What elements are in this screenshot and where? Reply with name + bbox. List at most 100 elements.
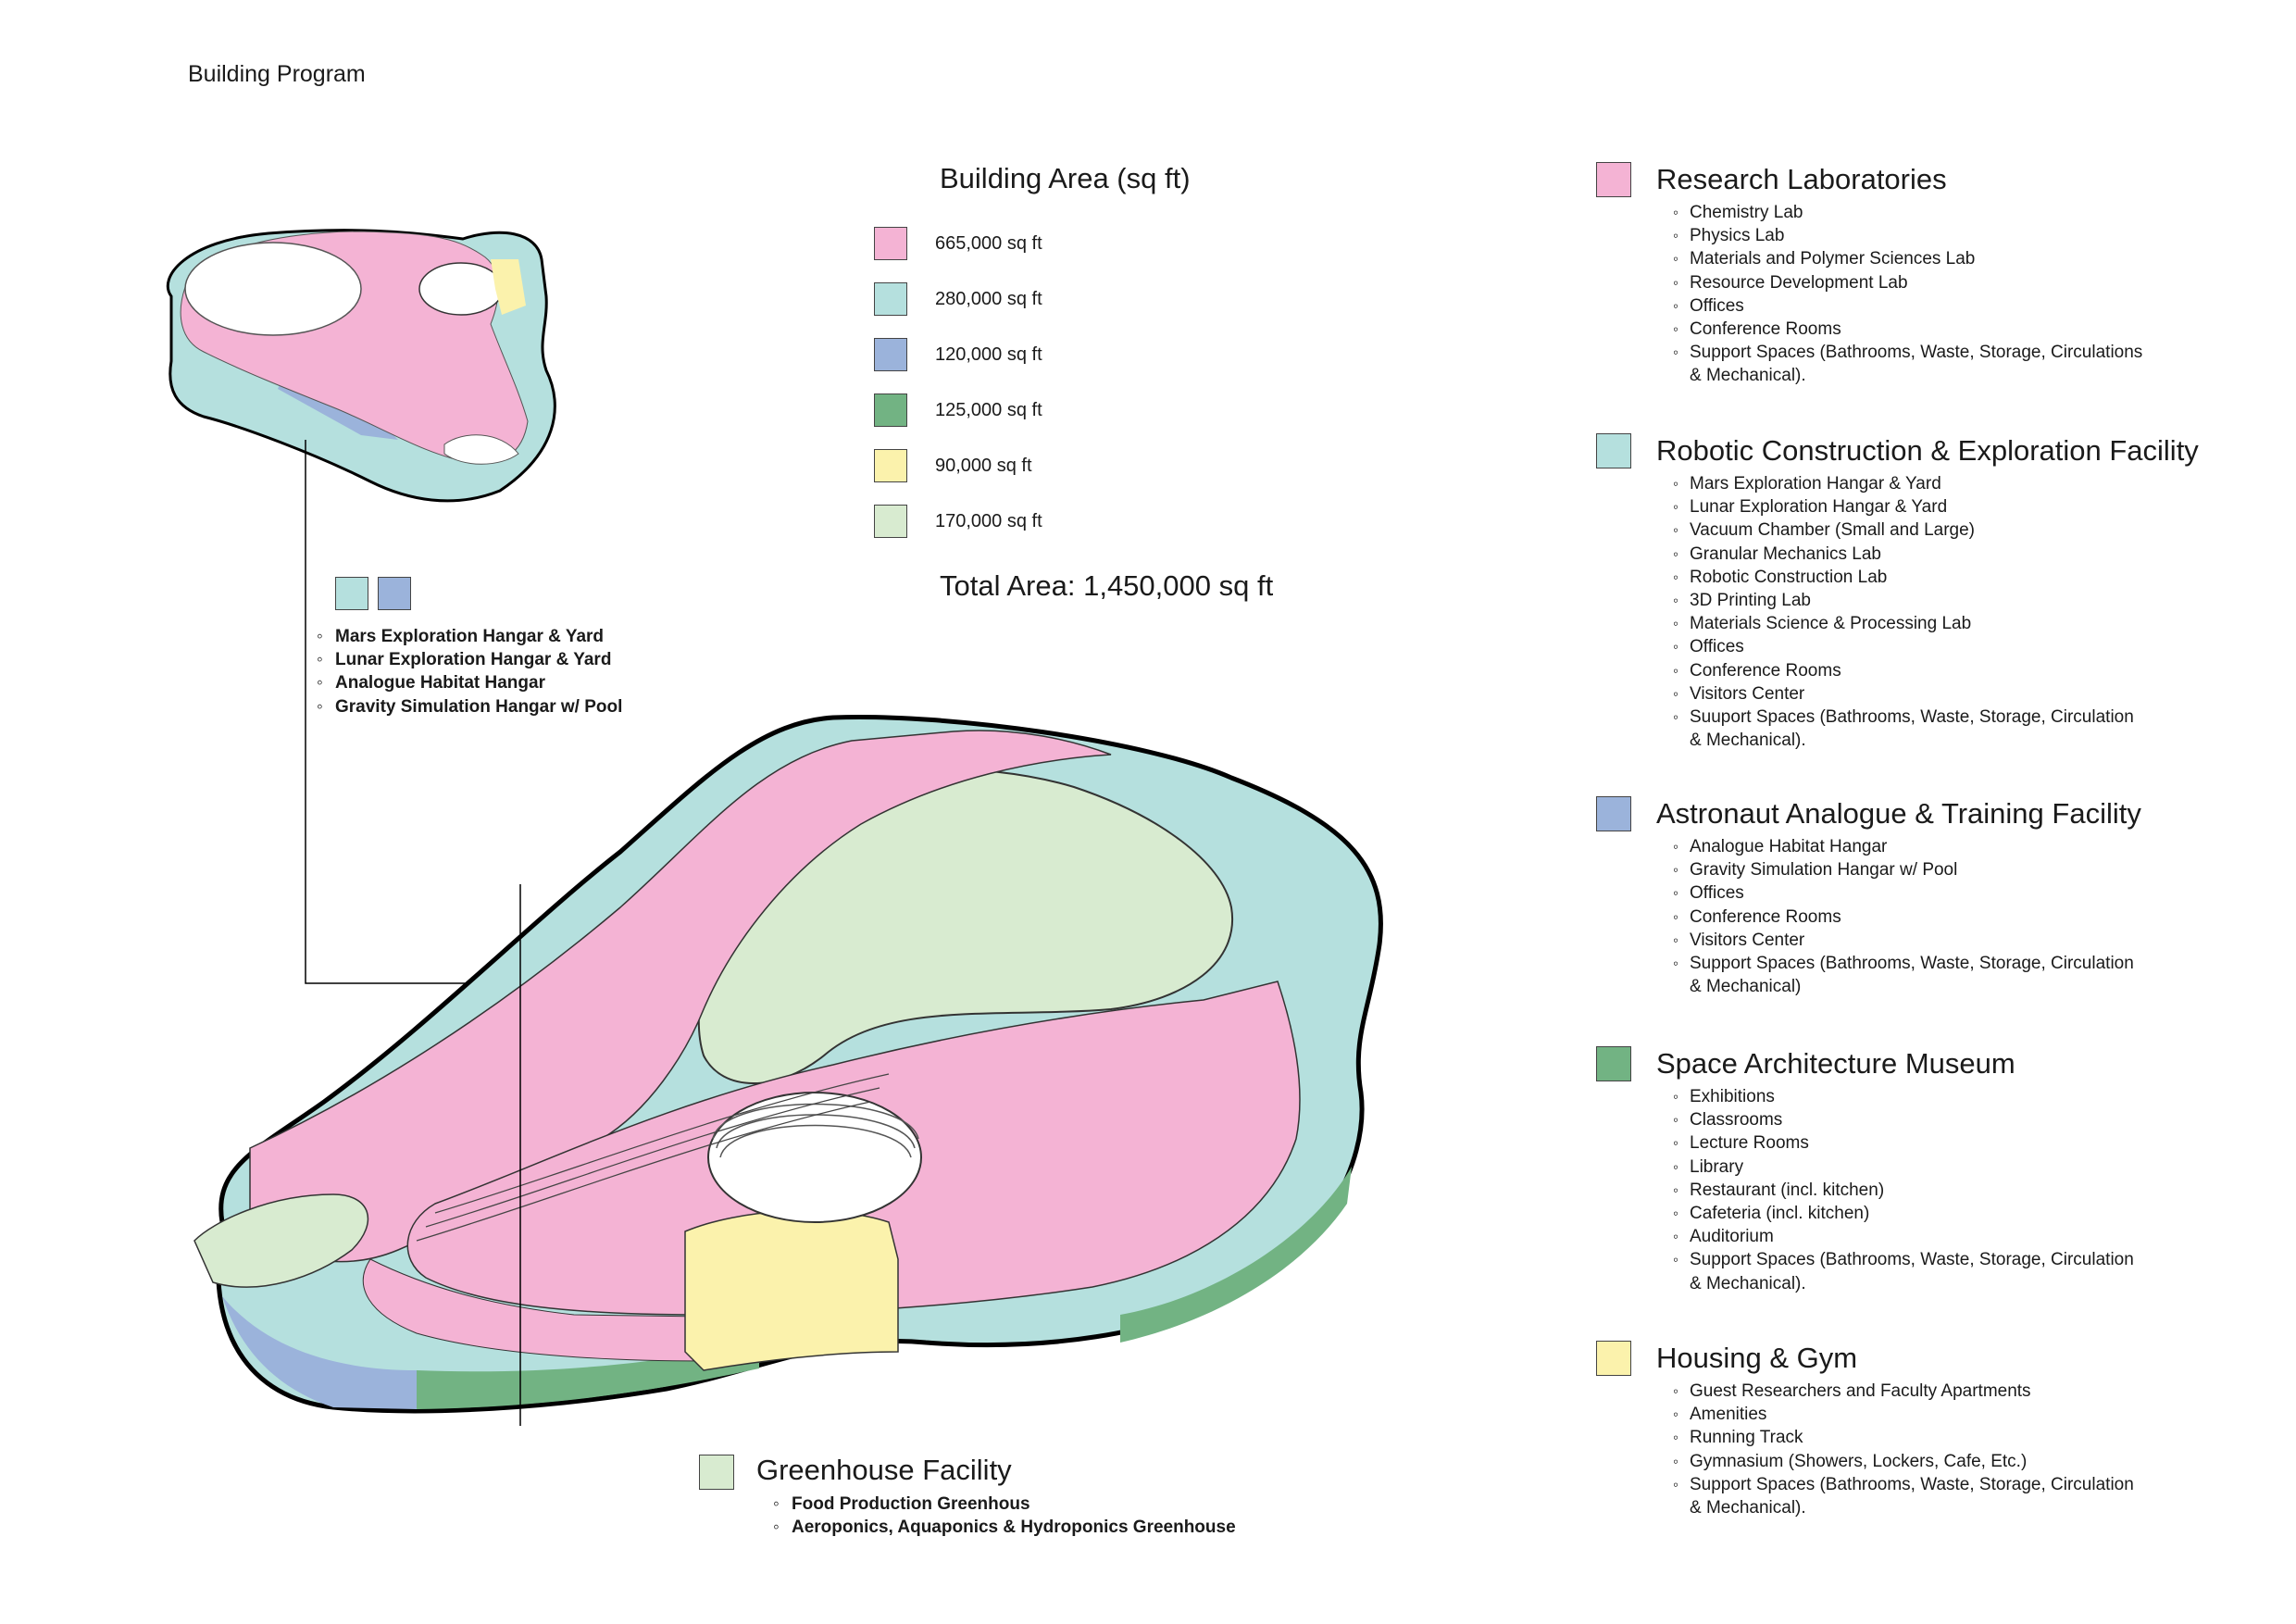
greenhouse-item: Aeroponics, Aquaponics & Hydroponics Gre… [773, 1516, 1236, 1539]
program-item: Resource Development Lab [1673, 271, 2142, 294]
program-item: Conference Rooms [1673, 318, 2142, 341]
program-title: Research Laboratories [1656, 163, 1947, 195]
large-model-blue-band [222, 1296, 417, 1409]
small-building-model [166, 229, 556, 503]
program-item: Support Spaces (Bathrooms, Waste, Storag… [1673, 1473, 2134, 1496]
program-item-continuation: & Mechanical). [1690, 1273, 1806, 1293]
program-item: Offices [1673, 635, 2134, 658]
greenhouse-title: Greenhouse Facility [756, 1454, 1012, 1486]
program-item: Restaurant (incl. kitchen) [1673, 1179, 2134, 1202]
program-item: Conference Rooms [1673, 659, 2134, 682]
program-item: Offices [1673, 294, 2142, 318]
program-item: Chemistry Lab [1673, 201, 2142, 224]
program-item: Vacuum Chamber (Small and Large) [1673, 518, 2134, 542]
large-building-model [193, 715, 1383, 1426]
program-item: Conference Rooms [1673, 906, 2134, 929]
program-list: Exhibitions Classrooms Lecture Rooms Lib… [1673, 1085, 2134, 1295]
program-title: Space Architecture Museum [1656, 1047, 2015, 1080]
program-item-continuation: & Mechanical). [1690, 731, 1806, 751]
program-title: Robotic Construction & Exploration Facil… [1656, 434, 2199, 467]
program-item: Running Track [1673, 1426, 2134, 1449]
greenhouse-list: Food Production Greenhous Aeroponics, Aq… [773, 1493, 1236, 1540]
program-item: Auditorium [1673, 1225, 2134, 1248]
area-value: 170,000 sq ft [935, 510, 1042, 531]
program-item: Library [1673, 1156, 2134, 1179]
program-item: Visitors Center [1673, 682, 2134, 706]
area-value: 125,000 sq ft [935, 399, 1042, 420]
area-swatch-astronaut [874, 338, 907, 371]
callout-item: Mars Exploration Hangar & Yard [317, 625, 622, 648]
greenhouse-item: Food Production Greenhous [773, 1493, 1236, 1516]
program-swatch-housing [1596, 1341, 1631, 1376]
program-swatch-robotic [1596, 433, 1631, 468]
program-item-continuation: & Mechanical). [1690, 1498, 1806, 1518]
area-row: 170,000 sq ft [874, 504, 1042, 539]
small-model-lower-court [443, 434, 519, 465]
area-row: 280,000 sq ft [874, 281, 1042, 317]
program-item: Guest Researchers and Faculty Apartments [1673, 1380, 2134, 1403]
total-area: Total Area: 1,450,000 sq ft [940, 569, 1274, 602]
area-value: 120,000 sq ft [935, 344, 1042, 365]
program-list: Guest Researchers and Faculty Apartments… [1673, 1380, 2134, 1519]
program-item: Analogue Habitat Hangar [1673, 835, 2134, 858]
program-item: Lecture Rooms [1673, 1131, 2134, 1155]
area-swatch-greenhouse [874, 505, 907, 538]
program-item: Support Spaces (Bathrooms, Waste, Storag… [1673, 341, 2142, 364]
program-item-continuation: & Mechanical). [1690, 366, 1806, 386]
program-item-continuation: & Mechanical) [1690, 977, 1802, 997]
area-row: 665,000 sq ft [874, 226, 1042, 261]
area-swatch-museum [874, 394, 907, 427]
area-row: 125,000 sq ft [874, 393, 1042, 428]
program-swatch-research [1596, 162, 1631, 197]
program-swatch-museum [1596, 1046, 1631, 1081]
callout-item: Analogue Habitat Hangar [317, 671, 622, 694]
program-item: Physics Lab [1673, 224, 2142, 247]
large-model-housing [684, 1209, 899, 1371]
area-legend-title: Building Area (sq ft) [940, 162, 1191, 194]
program-item: Lunar Exploration Hangar & Yard [1673, 495, 2134, 518]
program-item: Support Spaces (Bathrooms, Waste, Storag… [1673, 952, 2134, 975]
program-list: Analogue Habitat Hangar Gravity Simulati… [1673, 835, 2134, 998]
callout-swatches [335, 577, 411, 610]
large-model-research-front [362, 1258, 705, 1362]
large-model-museum-band-right [1120, 1167, 1352, 1343]
area-value: 280,000 sq ft [935, 288, 1042, 309]
area-row: 120,000 sq ft [874, 337, 1042, 372]
greenhouse-swatch [699, 1455, 734, 1490]
area-swatch-robotic [874, 282, 907, 316]
program-item: Offices [1673, 881, 2134, 905]
area-swatch-housing [874, 449, 907, 482]
small-model-circular-court [418, 262, 504, 316]
area-value: 90,000 sq ft [935, 455, 1032, 476]
program-item: Granular Mechanics Lab [1673, 543, 2134, 566]
program-item: Exhibitions [1673, 1085, 2134, 1108]
page-title: Building Program [188, 61, 366, 87]
callout-list: Mars Exploration Hangar & Yard Lunar Exp… [317, 625, 622, 718]
large-model-circular-court [707, 1092, 922, 1223]
program-swatch-astronaut [1596, 796, 1631, 831]
program-item: Visitors Center [1673, 929, 2134, 952]
program-item: Gravity Simulation Hangar w/ Pool [1673, 858, 2134, 881]
program-item: Amenities [1673, 1403, 2134, 1426]
program-list: Chemistry Lab Physics Lab Materials and … [1673, 201, 2142, 388]
callout-leader-line [305, 440, 486, 984]
program-title: Housing & Gym [1656, 1342, 1858, 1374]
large-model-floor-lines [416, 1073, 890, 1242]
large-model-lower-court [193, 1193, 369, 1288]
program-item: Classrooms [1673, 1108, 2134, 1131]
program-item: Robotic Construction Lab [1673, 566, 2134, 589]
program-item: Support Spaces (Bathrooms, Waste, Storag… [1673, 1248, 2134, 1271]
callout-swatch-astronaut [378, 577, 411, 610]
callout-item: Gravity Simulation Hangar w/ Pool [317, 695, 622, 718]
area-value: 665,000 sq ft [935, 232, 1042, 254]
program-item: Gymnasium (Showers, Lockers, Cafe, Etc.) [1673, 1450, 2134, 1473]
program-item: Materials Science & Processing Lab [1673, 612, 2134, 635]
area-row: 90,000 sq ft [874, 448, 1032, 483]
program-item: Materials and Polymer Sciences Lab [1673, 247, 2142, 270]
callout-swatch-robotic [335, 577, 368, 610]
program-item: 3D Printing Lab [1673, 589, 2134, 612]
program-item: Cafeteria (incl. kitchen) [1673, 1202, 2134, 1225]
program-item: Mars Exploration Hangar & Yard [1673, 472, 2134, 495]
callout-item: Lunar Exploration Hangar & Yard [317, 648, 622, 671]
small-model-greenhouse-court [184, 242, 362, 336]
